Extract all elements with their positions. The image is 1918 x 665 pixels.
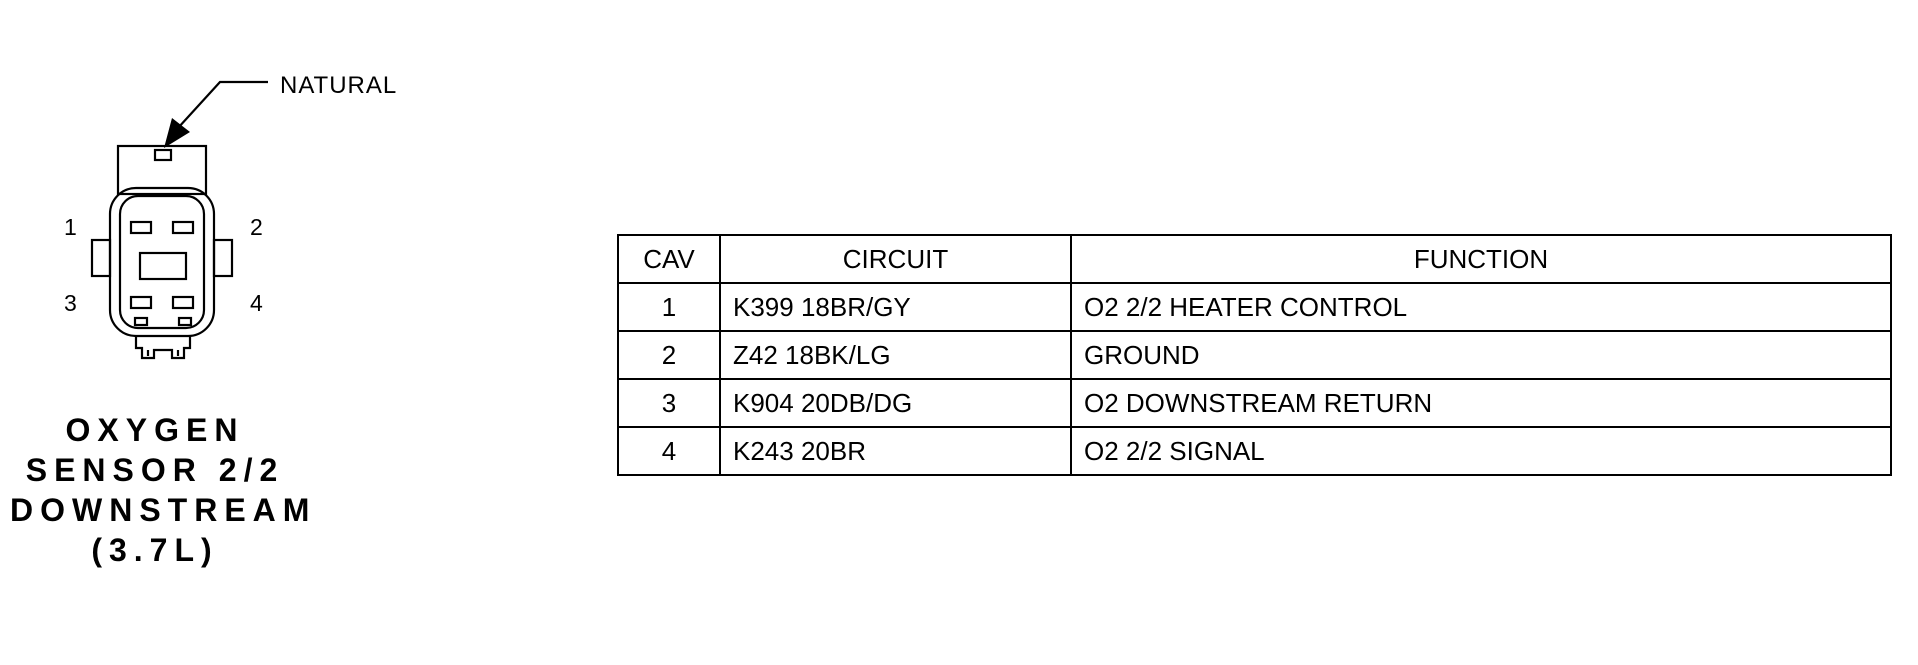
center-cavity xyxy=(138,251,188,281)
table-row: 1 K399 18BR/GY O2 2/2 HEATER CONTROL xyxy=(617,282,1892,332)
header-circuit: CIRCUIT xyxy=(719,234,1072,284)
connector-body-inner xyxy=(118,194,206,330)
cell-function: O2 2/2 SIGNAL xyxy=(1070,426,1892,476)
callout-label-natural: NATURAL xyxy=(280,72,398,99)
cavity-4 xyxy=(171,295,195,310)
cavity-1 xyxy=(129,220,153,235)
cell-cav: 1 xyxy=(617,282,721,332)
small-slot-right xyxy=(177,316,193,327)
cavity-3 xyxy=(129,295,153,310)
bottom-lock xyxy=(134,336,192,360)
left-side-tab xyxy=(90,238,112,278)
table-header-row: CAV CIRCUIT FUNCTION xyxy=(617,234,1892,284)
cell-circuit: K399 18BR/GY xyxy=(719,282,1072,332)
connector-body-outer xyxy=(108,186,216,338)
connector-title: OXYGEN SENSOR 2/2 DOWNSTREAM (3.7L) xyxy=(10,410,317,570)
cell-circuit: K904 20DB/DG xyxy=(719,378,1072,428)
title-line-3: DOWNSTREAM xyxy=(10,492,317,528)
cell-cav: 3 xyxy=(617,378,721,428)
title-line-4: (3.7L) xyxy=(91,532,219,568)
cell-function: O2 DOWNSTREAM RETURN xyxy=(1070,378,1892,428)
title-line-1: OXYGEN xyxy=(65,412,245,448)
pin-label-2: 2 xyxy=(250,214,263,240)
cell-function: GROUND xyxy=(1070,330,1892,380)
header-cav: CAV xyxy=(617,234,721,284)
cell-cav: 4 xyxy=(617,426,721,476)
callout-leader-line xyxy=(177,80,268,129)
header-function: FUNCTION xyxy=(1070,234,1892,284)
pinout-table: CAV CIRCUIT FUNCTION 1 K399 18BR/GY O2 2… xyxy=(617,234,1892,476)
cell-cav: 2 xyxy=(617,330,721,380)
right-side-tab xyxy=(212,238,234,278)
pin-label-4: 4 xyxy=(250,290,263,316)
small-slot-left xyxy=(133,316,149,327)
latch-housing xyxy=(116,144,208,196)
table-row: 4 K243 20BR O2 2/2 SIGNAL xyxy=(617,426,1892,476)
connector-diagram xyxy=(90,80,268,360)
title-line-2: SENSOR 2/2 xyxy=(25,452,285,488)
latch-tab xyxy=(153,148,173,162)
cell-circuit: K243 20BR xyxy=(719,426,1072,476)
cavity-2 xyxy=(171,220,195,235)
pin-label-1: 1 xyxy=(64,214,77,240)
cell-circuit: Z42 18BK/LG xyxy=(719,330,1072,380)
table-row: 3 K904 20DB/DG O2 DOWNSTREAM RETURN xyxy=(617,378,1892,428)
cell-function: O2 2/2 HEATER CONTROL xyxy=(1070,282,1892,332)
pin-label-3: 3 xyxy=(64,290,77,316)
callout-arrowhead xyxy=(164,118,190,148)
table-row: 2 Z42 18BK/LG GROUND xyxy=(617,330,1892,380)
